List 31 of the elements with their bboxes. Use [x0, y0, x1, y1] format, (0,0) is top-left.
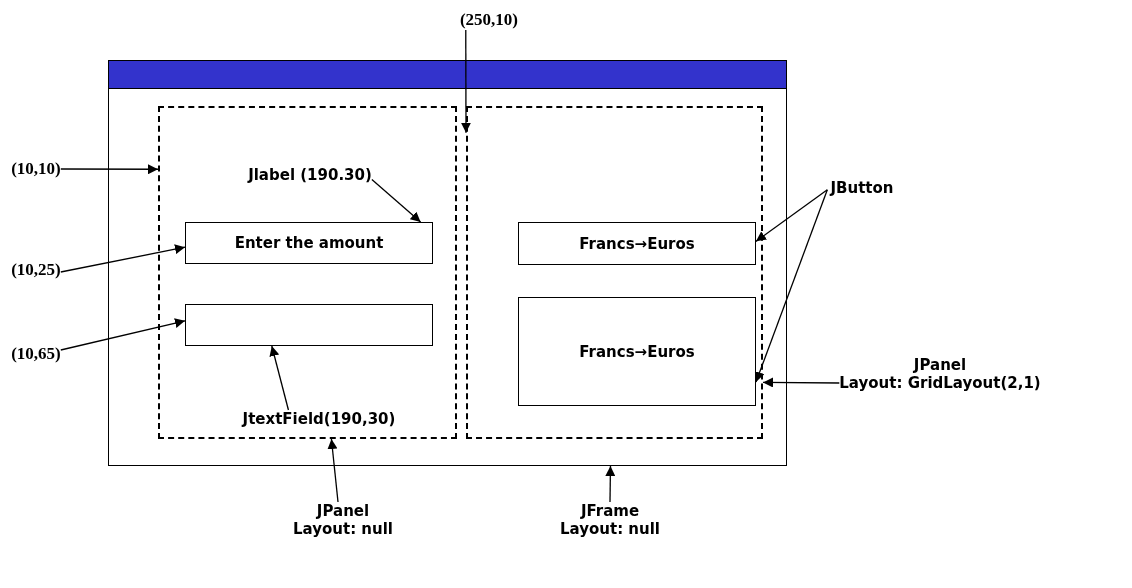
coordinate-label: (250,10)	[459, 10, 519, 30]
button: Francs→Euros	[518, 222, 756, 265]
component-label: JtextField(190,30)	[242, 410, 396, 428]
component-label: Layout: GridLayout(2,1)	[839, 374, 1041, 392]
component-label: JPanel	[913, 356, 967, 374]
coordinate-label: (10,25)	[11, 260, 61, 280]
leader-line	[371, 178, 422, 223]
leader-line	[461, 29, 471, 134]
panel-outline	[158, 106, 457, 439]
component-label: JFrame	[580, 502, 640, 520]
leader-line	[60, 164, 159, 175]
component-label: JPanel	[316, 502, 370, 520]
component-label: Layout: null	[293, 520, 393, 538]
leader-line	[762, 377, 840, 388]
leader-line	[60, 244, 186, 273]
leader-line	[755, 189, 828, 242]
text-field	[185, 304, 433, 346]
leader-line	[327, 438, 339, 503]
component-label: Jlabel (190.30)	[248, 166, 372, 184]
text-label: Enter the amount	[185, 222, 433, 264]
leader-line	[605, 465, 616, 503]
leader-line	[269, 345, 290, 411]
component-label: JButton	[830, 179, 894, 197]
component-label: Layout: null	[560, 520, 660, 538]
coordinate-label: (10,10)	[11, 159, 61, 179]
coordinate-label: (10,65)	[11, 344, 61, 364]
button: Francs→Euros	[518, 297, 756, 406]
leader-line	[754, 189, 828, 383]
panel-outline	[466, 106, 763, 439]
leader-line	[60, 318, 186, 351]
window-frame	[108, 60, 787, 466]
